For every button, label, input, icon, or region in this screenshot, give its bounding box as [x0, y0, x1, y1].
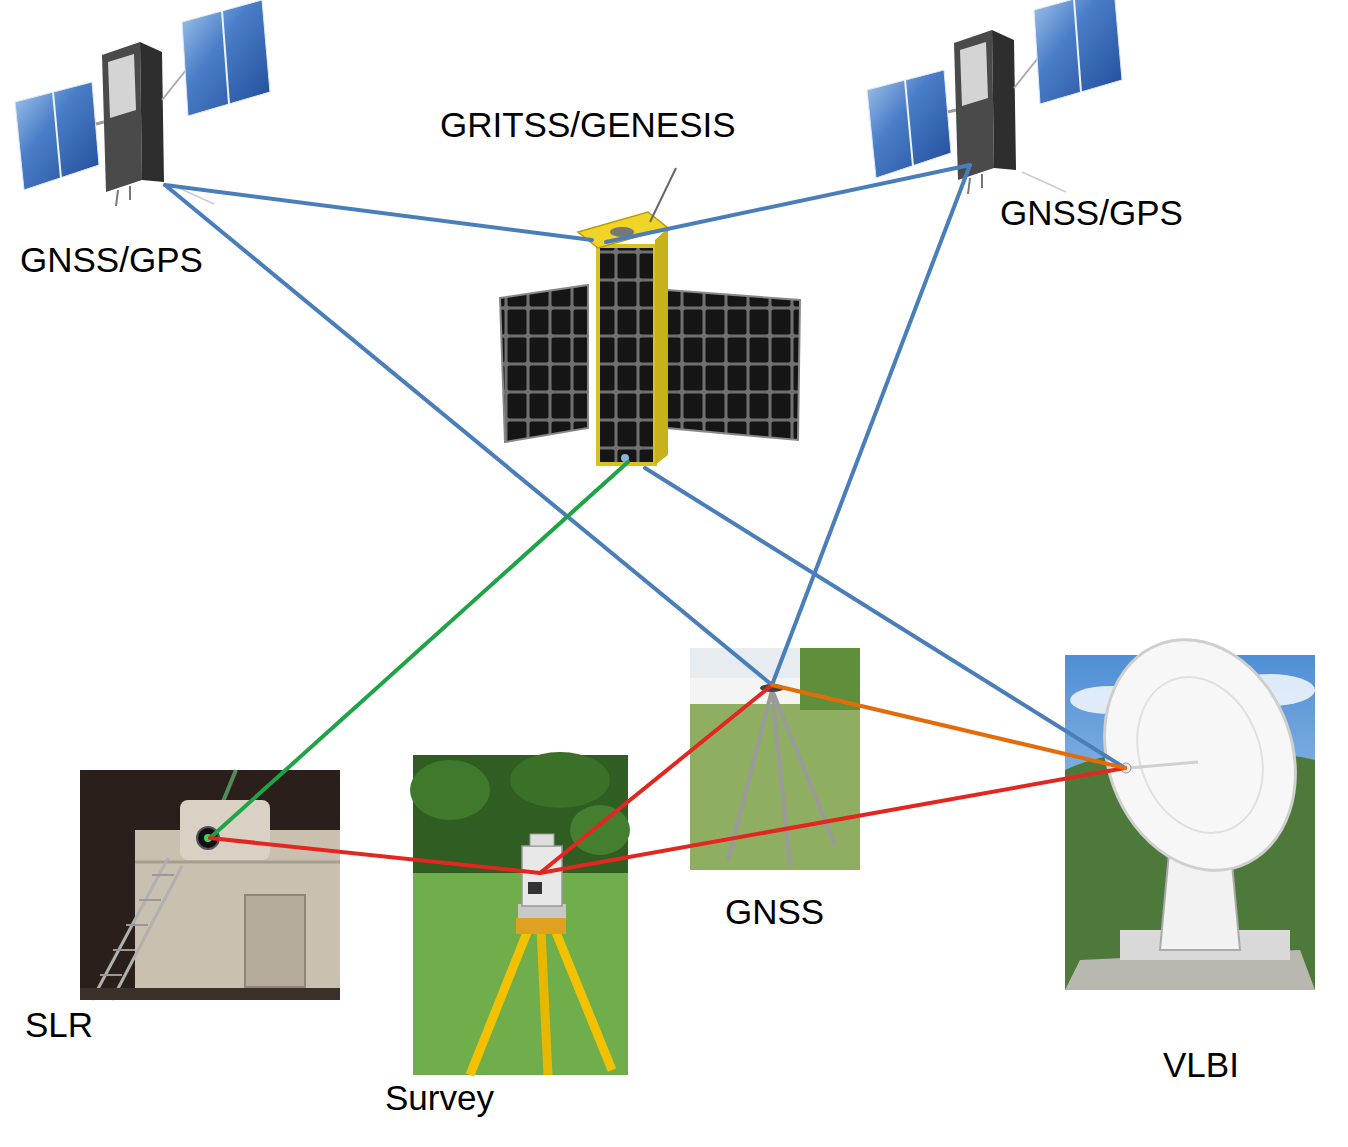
cubesat — [598, 246, 655, 464]
survey-photo — [470, 930, 528, 1075]
survey-photo — [528, 882, 542, 894]
instrument-node: GRITSS/GENESIS — [430, 95, 810, 470]
slr-photo — [126, 924, 148, 926]
gnss-photo — [690, 678, 800, 704]
link-line — [210, 462, 628, 838]
slr-photo — [113, 949, 135, 951]
slr-photo — [80, 770, 340, 1000]
survey-photo — [541, 930, 548, 1075]
slr-photo — [92, 858, 168, 1000]
survey-photo — [530, 834, 554, 846]
slr-photo — [100, 974, 122, 976]
cubesat — [500, 168, 800, 465]
slr-photo — [112, 866, 182, 1000]
slr-photo — [152, 874, 174, 876]
station-label: GNSS — [725, 892, 824, 932]
slr-photo — [80, 770, 340, 1000]
survey-photo — [516, 918, 566, 934]
link-line — [645, 468, 1125, 768]
satellite-label: GNSS/GPS — [1000, 193, 1183, 233]
survey-photo — [410, 752, 630, 1075]
vlbi-photo — [1128, 762, 1198, 768]
link-line — [165, 185, 772, 685]
gnss-photo — [800, 648, 860, 710]
link-line — [210, 838, 540, 873]
survey-photo — [570, 805, 630, 855]
cubesat — [500, 285, 588, 442]
vlbi-photo — [1116, 659, 1283, 850]
survey-photo — [510, 752, 610, 808]
instrument-node: GNSS/GPS — [860, 0, 1205, 245]
cubesat — [667, 290, 800, 440]
gps-satellite — [15, 0, 270, 206]
link-line — [540, 685, 772, 873]
link-line — [772, 685, 1125, 768]
slr-photo — [245, 895, 305, 987]
station-label: Survey — [385, 1078, 494, 1118]
survey-photo — [410, 760, 490, 820]
link-line — [165, 185, 592, 240]
instrument-node: GNSS — [685, 640, 865, 940]
survey-photo — [522, 846, 562, 906]
instrument-node: GNSS/GPS — [10, 0, 275, 285]
slr-photo — [180, 800, 270, 860]
instrument-node: VLBI — [1060, 650, 1320, 1095]
station-label: VLBI — [1163, 1045, 1239, 1085]
slr-photo — [139, 899, 161, 901]
satellite-label: GRITSS/GENESIS — [440, 105, 736, 145]
cubesat — [655, 228, 668, 465]
station-label: SLR — [25, 1005, 93, 1045]
slr-photo — [80, 988, 340, 1000]
link-line — [606, 165, 970, 242]
cubesat — [650, 168, 676, 222]
gps-satellite — [867, 0, 1122, 194]
link-line — [540, 768, 1125, 873]
satellite-label: GNSS/GPS — [20, 240, 203, 280]
instrument-node: Survey — [380, 750, 635, 1130]
instrument-node: SLR — [20, 765, 345, 1055]
survey-photo — [555, 930, 612, 1070]
vlbi-photo — [1065, 613, 1327, 990]
vlbi-photo — [1073, 613, 1327, 898]
